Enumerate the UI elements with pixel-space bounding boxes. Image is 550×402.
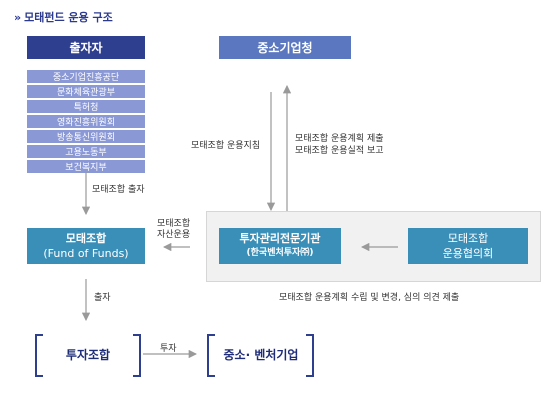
label-report-result: 모태조합 운용실적 보고 (295, 146, 384, 156)
page-title-text: 모태펀드 운용 구조 (24, 11, 113, 24)
manager-box: 투자관리전문기관 (한국벤처투자㈜) (219, 228, 341, 264)
double-chevron-icon: » (14, 11, 21, 24)
label-capital: 출자 (94, 293, 111, 303)
label-asset-mgmt: 모태조합 자산운용 (157, 219, 190, 241)
label-committee-note: 모태조합 운용계획 수립 및 변경, 심의 의견 제출 (279, 293, 460, 303)
sme-agency-box: 중소기업청 (219, 36, 351, 59)
ministry-item: 중소기업진흥공단 (27, 70, 145, 83)
ministry-item: 방송통신위원회 (27, 130, 145, 143)
committee-line1: 모태조합 (447, 232, 489, 245)
label-asset-mgmt-2: 자산운용 (157, 230, 191, 240)
fund-of-funds-line1: 모태조합 (65, 232, 107, 245)
investment-fund-label: 투자조합 (65, 348, 111, 362)
ministry-item: 영화진흥위원회 (27, 115, 145, 128)
manager-line2: (한국벤처투자㈜) (246, 248, 314, 258)
committee-box: 모태조합 운용협의회 (408, 228, 528, 264)
label-contribution: 모태조합 출자 (92, 185, 145, 195)
label-invest: 투자 (160, 344, 177, 354)
investors-box: 출자자 (27, 36, 145, 59)
fund-of-funds-line2: (Fund of Funds) (43, 247, 129, 260)
ministry-item: 보건복지부 (27, 160, 145, 173)
label-operation-guide: 모태조합 운용지침 (191, 141, 261, 151)
page-title: »모태펀드 운용 구조 (14, 9, 113, 25)
investment-fund-bracket-right (133, 334, 141, 377)
ministry-item: 고용노동부 (27, 145, 145, 158)
label-asset-mgmt-1: 모태조합 (157, 219, 191, 229)
sme-venture-label: 중소· 벤처기업 (223, 348, 299, 362)
fund-of-funds-box: 모태조합 (Fund of Funds) (27, 228, 145, 264)
ministry-item: 문화체육관광부 (27, 85, 145, 98)
ministry-item: 특허청 (27, 100, 145, 113)
label-report-plan: 모태조합 운용계획 제출 (295, 134, 384, 144)
investment-fund-bracket-left (35, 334, 43, 377)
committee-line2: 운용협의회 (442, 247, 494, 260)
sme-venture-bracket-right (306, 334, 314, 377)
sme-venture-bracket-left (207, 334, 215, 377)
manager-line1: 투자관리전문기관 (239, 232, 321, 245)
